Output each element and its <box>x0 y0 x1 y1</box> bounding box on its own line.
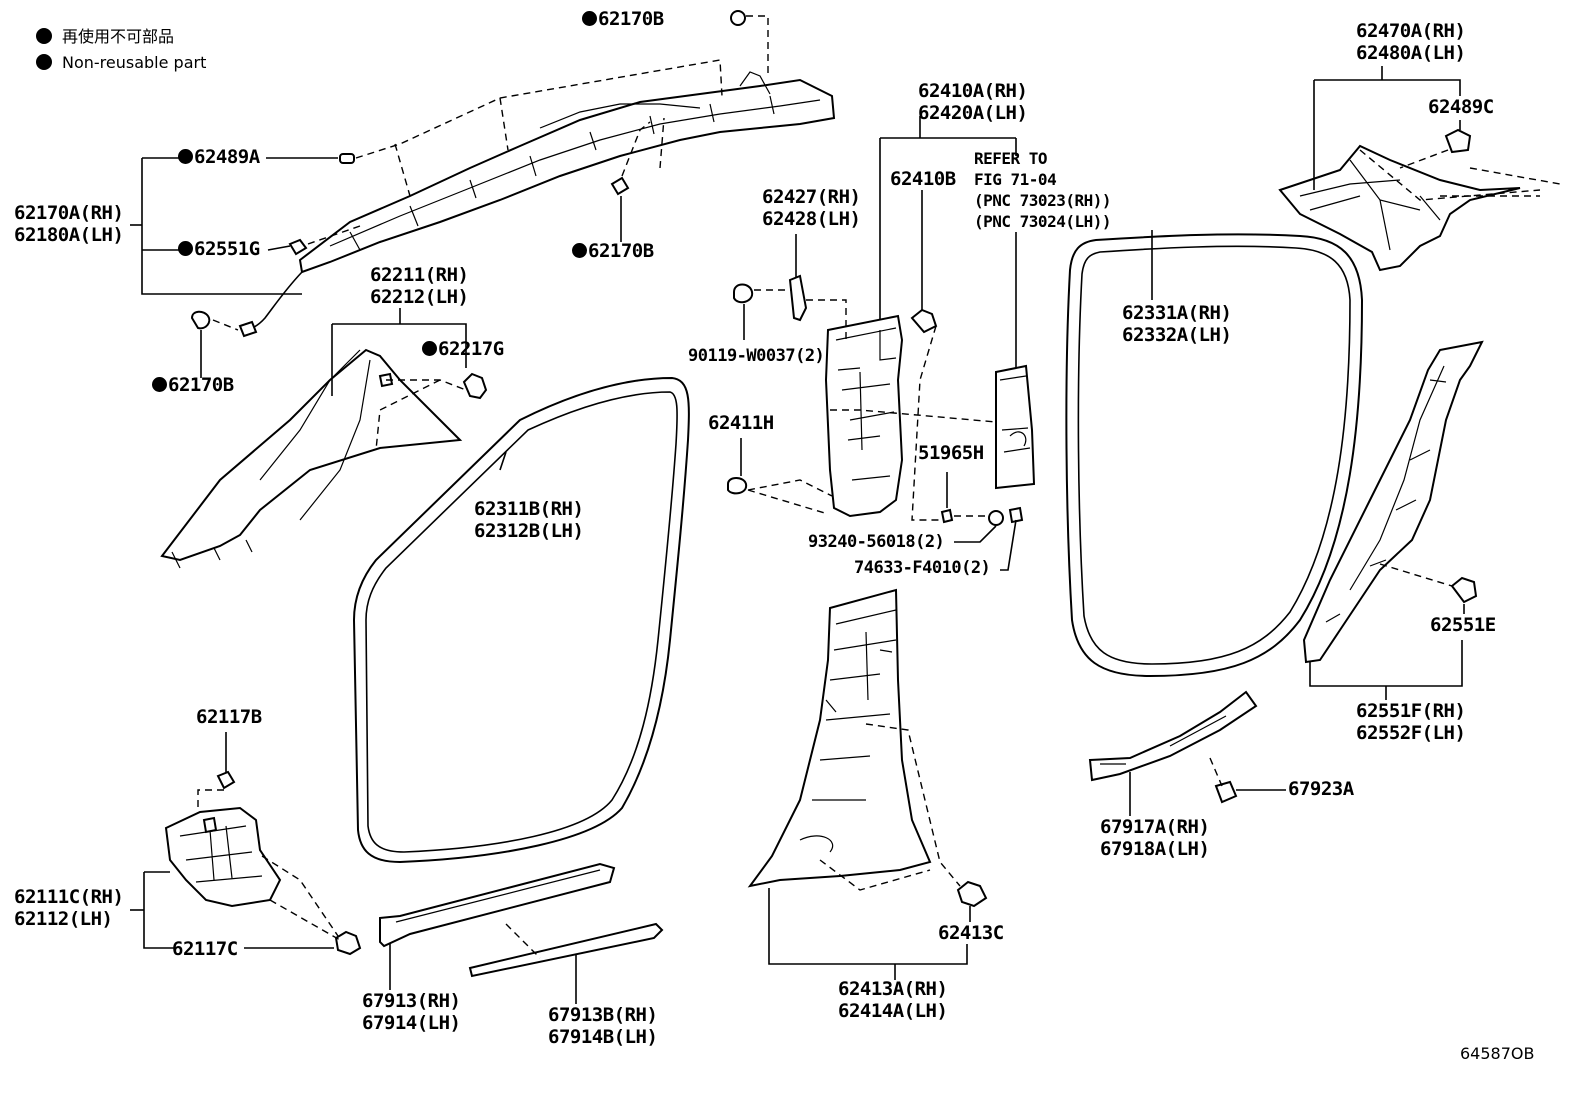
label-62170A[interactable]: 62170A(RH) 62180A(LH) <box>14 202 124 246</box>
label-62117C[interactable]: 62117C <box>172 938 238 960</box>
label-67913B[interactable]: 67913B(RH) 67914B(LH) <box>548 1004 658 1048</box>
label-62410B[interactable]: 62410B <box>890 168 956 190</box>
clip-90119 <box>733 283 754 304</box>
label-62311B[interactable]: 62311B(RH) 62312B(LH) <box>474 498 584 542</box>
label-62211[interactable]: 62211(RH) 62212(LH) <box>370 264 469 308</box>
legend-jp: 再使用不可部品 <box>36 24 174 50</box>
label-62413A[interactable]: 62413A(RH) 62414A(LH) <box>838 978 948 1022</box>
tether-end <box>238 320 258 338</box>
clip-62489A <box>339 153 355 164</box>
clip-67923A <box>1214 780 1238 804</box>
clip-62117B <box>216 770 236 790</box>
label-62427[interactable]: 62427(RH) 62428(LH) <box>762 186 861 230</box>
label-62217G[interactable]: 62217G <box>422 338 504 360</box>
label-62170B-mid[interactable]: 62170B <box>572 240 654 262</box>
center-pillar-lower-garnish <box>747 588 932 888</box>
label-67923A[interactable]: 67923A <box>1288 778 1354 800</box>
label-62170B-top[interactable]: 62170B <box>582 8 664 30</box>
label-62413C[interactable]: 62413C <box>938 922 1004 944</box>
bolt-74633 <box>1008 506 1024 524</box>
label-62410A[interactable]: 62410A(RH) 62420A(LH) <box>918 80 1028 124</box>
curtain-airbag-assembly <box>241 71 836 333</box>
cowl-side-trim <box>164 806 282 908</box>
figure-number: 64587OB <box>1460 1044 1535 1063</box>
label-62489A[interactable]: 62489A <box>178 146 260 168</box>
label-51965H[interactable]: 51965H <box>918 442 984 464</box>
legend-text-jp: 再使用不可部品 <box>62 27 175 46</box>
non-reusable-marker <box>582 11 597 26</box>
center-pillar-upper-garnish <box>824 314 904 518</box>
clip-62217G <box>462 372 488 400</box>
clip-62170B-top <box>730 10 746 26</box>
screw-51965H <box>940 508 954 524</box>
non-reusable-marker <box>36 54 52 70</box>
legend-text-en: Non-reusable part <box>62 53 207 72</box>
rear-door-scuff-plate <box>1088 690 1258 782</box>
non-reusable-marker <box>178 241 193 256</box>
label-93240[interactable]: 93240-56018(2) <box>808 532 945 552</box>
non-reusable-marker <box>178 149 193 164</box>
clip-62489C <box>1444 128 1472 154</box>
clip-62411H <box>727 477 748 495</box>
label-62470A[interactable]: 62470A(RH) 62480A(LH) <box>1356 20 1466 64</box>
label-62170B-left[interactable]: 62170B <box>152 374 234 396</box>
label-62489C[interactable]: 62489C <box>1428 96 1494 118</box>
clip-62551G <box>288 238 308 256</box>
label-74633[interactable]: 74633-F4010(2) <box>854 558 991 578</box>
front-door-scuff-plate-upper <box>379 862 616 948</box>
clip-62551E <box>1450 576 1478 604</box>
label-67913[interactable]: 67913(RH) 67914(LH) <box>362 990 461 1034</box>
roof-side-inner-garnish <box>1278 144 1521 272</box>
rear-pillar-garnish <box>1302 340 1484 664</box>
grommet-62170B-left <box>190 310 211 330</box>
rear-door-opening-trim <box>1065 233 1364 678</box>
bracket-62427 <box>788 274 808 322</box>
refer-note: REFER TO FIG 71-04 (PNC 73023(RH)) (PNC … <box>974 149 1112 231</box>
label-62551E[interactable]: 62551E <box>1430 614 1496 636</box>
front-door-opening-trim <box>352 376 690 864</box>
label-67917A[interactable]: 67917A(RH) 67918A(LH) <box>1100 816 1210 860</box>
label-62117B[interactable]: 62117B <box>196 706 262 728</box>
non-reusable-marker <box>152 377 167 392</box>
label-62111C[interactable]: 62111C(RH) 62112(LH) <box>14 886 124 930</box>
label-62331A[interactable]: 62331A(RH) 62332A(LH) <box>1122 302 1232 346</box>
non-reusable-marker <box>36 28 52 44</box>
seat-belt-cover-71-04 <box>995 364 1036 490</box>
clip-62170B-mid <box>610 176 630 196</box>
legend-en: Non-reusable part <box>36 50 206 76</box>
label-62551F[interactable]: 62551F(RH) 62552F(LH) <box>1356 700 1466 744</box>
non-reusable-marker <box>572 243 587 258</box>
clip-62117C <box>334 930 362 956</box>
nut-93240 <box>988 510 1004 526</box>
label-62551G[interactable]: 62551G <box>178 238 260 260</box>
front-door-scuff-plate-lower <box>468 922 664 978</box>
non-reusable-marker <box>422 341 437 356</box>
label-90119[interactable]: 90119-W0037(2) <box>688 346 825 366</box>
label-62411H[interactable]: 62411H <box>708 412 774 434</box>
clip-62413C <box>956 880 988 908</box>
clip-62410B <box>910 308 938 334</box>
